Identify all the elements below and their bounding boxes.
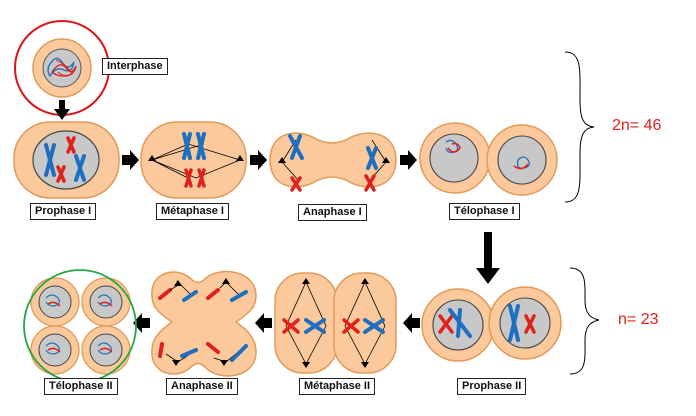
label-prophase1: Prophase I <box>30 203 97 220</box>
prophase1-cell <box>13 121 120 199</box>
telophase2-highlight-ring <box>23 269 137 383</box>
label-telophase2: Télophase II <box>44 378 118 395</box>
arrow-prophase1-to-metaphase1 <box>122 150 139 170</box>
arrow-telophase1-to-prophase2 <box>476 232 500 284</box>
label-interphase: Interphase <box>102 58 168 75</box>
arrow-metaphase1-to-anaphase1 <box>250 150 267 170</box>
ploidy-diploid-label: 2n= 46 <box>612 117 662 134</box>
telophase1-cells <box>419 122 558 196</box>
arrow-metaphase2-to-anaphase2 <box>255 313 272 333</box>
bracket-bottom <box>569 267 600 375</box>
ploidy-haploid-label: n= 23 <box>618 311 659 328</box>
label-anaphase1: Anaphase I <box>298 204 367 221</box>
label-metaphase1: Métaphase I <box>156 203 229 220</box>
arrow-anaphase1-to-telophase1 <box>400 150 417 170</box>
label-metaphase2: Métaphase II <box>299 378 376 395</box>
arrow-prophase2-to-metaphase2 <box>403 313 420 333</box>
anaphase2-cells <box>151 270 257 377</box>
interphase-cell <box>32 38 92 98</box>
metaphase1-cell <box>140 121 247 199</box>
label-prophase2: Prophase II <box>457 378 527 395</box>
bracket-top <box>564 51 595 203</box>
arrow-anaphase2-to-telophase2 <box>133 313 150 333</box>
telophase2-cells <box>30 277 131 375</box>
anaphase1-cell <box>269 132 397 192</box>
label-telophase1: Télophase I <box>449 203 520 220</box>
label-anaphase2: Anaphase II <box>166 378 238 395</box>
metaphase2-cells <box>274 272 397 374</box>
prophase2-cells <box>421 286 562 362</box>
arrow-interphase-to-prophase1 <box>54 100 70 120</box>
